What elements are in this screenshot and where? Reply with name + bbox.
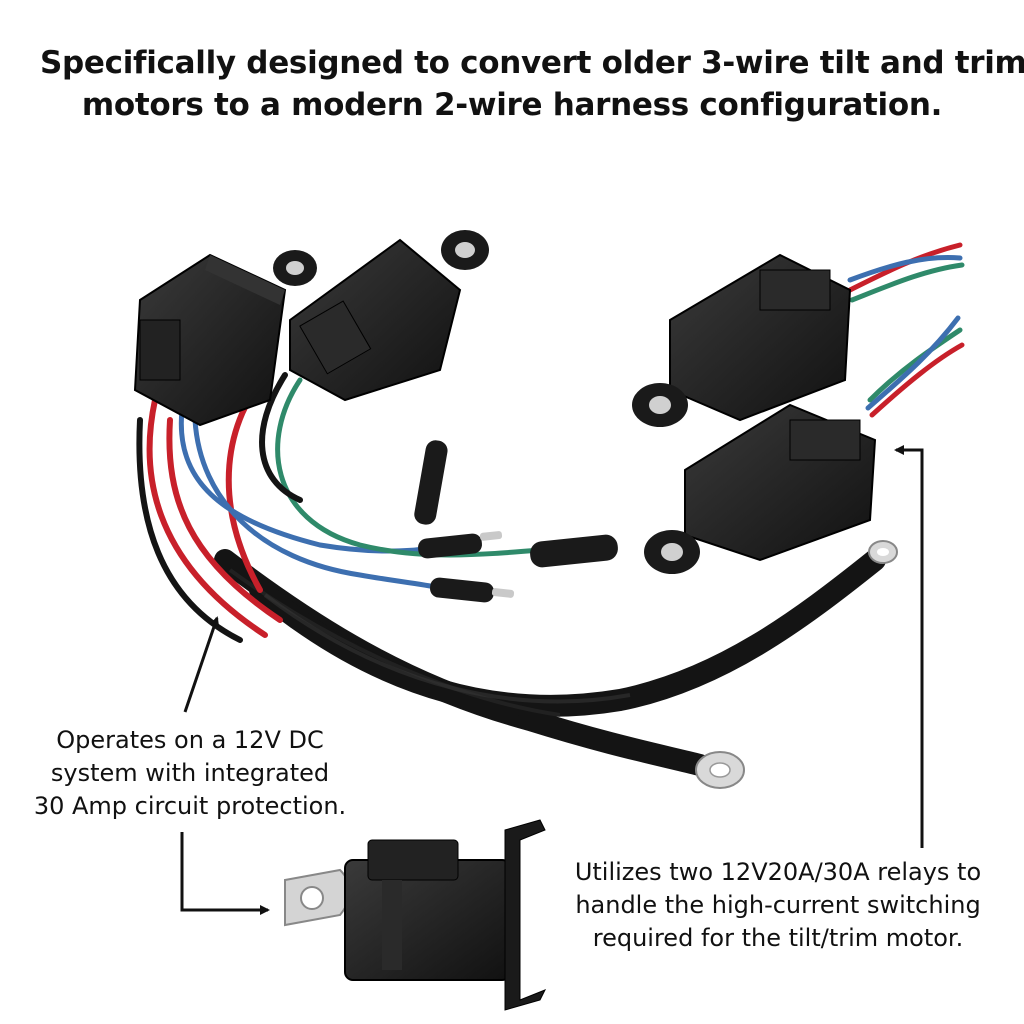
callout-relays-line-3: required for the tilt/trim motor. [592,924,964,952]
ring-terminal-upper [868,540,898,564]
callout-voltage: Operates on a 12V DC system with integra… [10,724,370,823]
ring-terminal-lower [695,751,745,789]
relay-left [273,230,489,402]
power-cables [214,549,886,776]
headline-line-1: Specifically designed to convert older 3… [40,45,1024,81]
headline: Specifically designed to convert older 3… [40,42,1024,126]
callout-relays-line-2: handle the high-current switching [575,891,981,919]
callout-voltage-line-2: system with integrated [50,759,330,787]
bullet-connectors [414,440,618,603]
arrow-voltage-down [180,832,270,915]
relay-wires [847,242,965,418]
callout-voltage-line-3: 30 Amp circuit protection. [33,792,347,820]
arrow-voltage-up [183,616,220,713]
callout-relays-line-1: Utilizes two 12V20A/30A relays to [574,858,982,886]
arrow-relays [894,445,924,848]
headline-line-2: motors to a modern 2-wire harness config… [81,87,943,123]
relay-right-upper [632,253,852,427]
callout-relays: Utilizes two 12V20A/30A relays to handle… [548,856,1008,955]
callout-voltage-line-1: Operates on a 12V DC [56,726,324,754]
relay-right-lower [644,403,877,574]
fuse-holder [133,253,287,427]
relay-detached [284,819,547,1011]
